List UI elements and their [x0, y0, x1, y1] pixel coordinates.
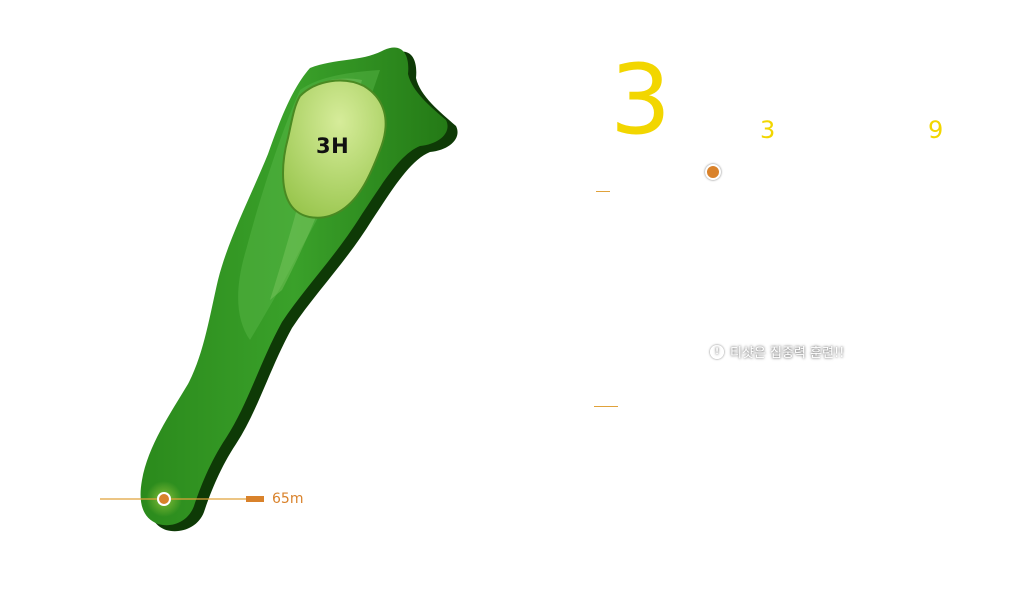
tip-message: ! 티샷은 집중력 훈련!!	[710, 342, 844, 361]
distance-label: 65m	[272, 491, 304, 507]
info-icon: !	[710, 344, 724, 359]
divider	[596, 191, 610, 192]
handicap-value: 9	[928, 116, 944, 144]
hole-map: 3H 65m	[100, 47, 458, 532]
distance-marker	[246, 496, 264, 502]
hole-map-graphic	[100, 47, 458, 532]
par-value: 3	[760, 116, 776, 144]
divider	[594, 406, 618, 407]
hole-number: 3	[610, 44, 672, 156]
tip-text: 티샷은 집중력 훈련!!	[730, 346, 845, 361]
pin-marker-icon	[705, 164, 721, 180]
tee-marker	[157, 492, 171, 506]
hole-info-panel: 3 3 9 ! 티샷은 집중력 훈련!!	[590, 0, 1020, 600]
putting-green	[282, 79, 387, 219]
hole-label: 3H	[316, 134, 350, 158]
